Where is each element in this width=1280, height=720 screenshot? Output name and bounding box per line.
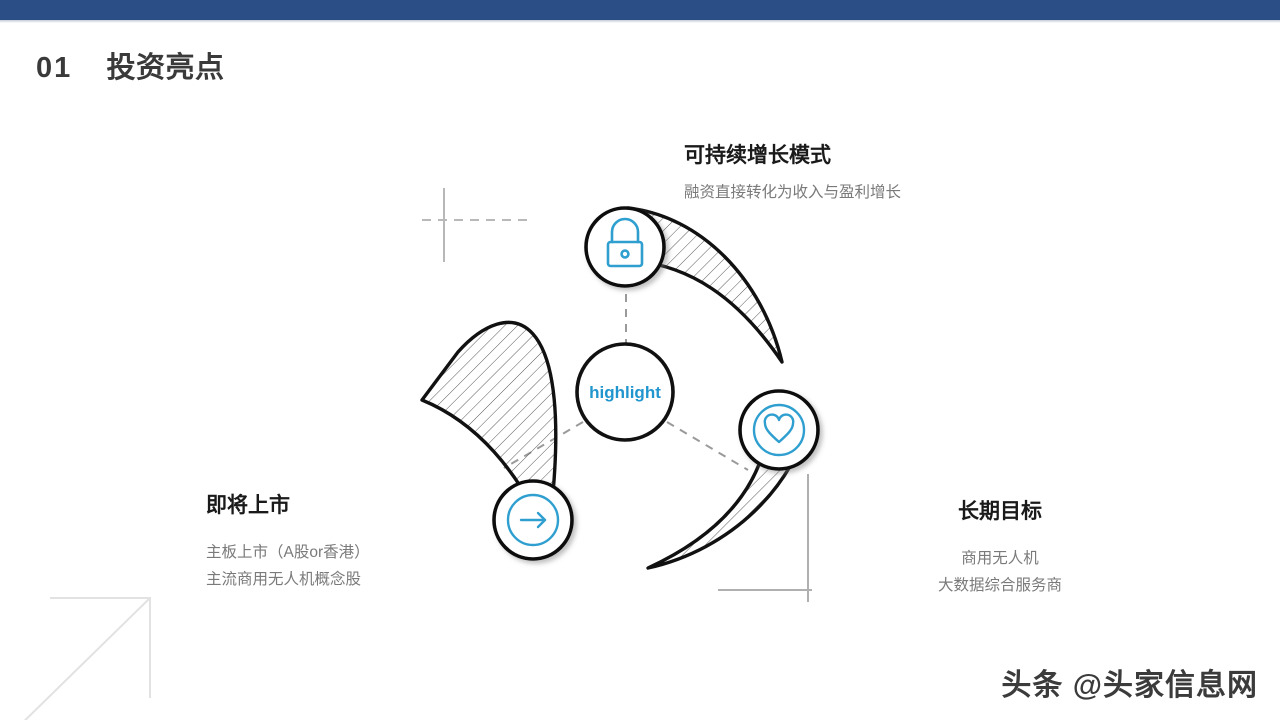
- top-accent-bar-shadow: [0, 20, 1280, 23]
- blade-node-lock[interactable]: [584, 206, 666, 288]
- text-block-left-line-2: 主流商用无人机概念股: [206, 571, 362, 589]
- text-block-left-line-1: 主板上市（A股or香港）: [206, 544, 370, 562]
- text-block-top-heading: 可持续增长模式: [684, 144, 831, 167]
- crosshair-bottom-right: [718, 474, 812, 602]
- blade-node-heart[interactable]: [738, 389, 820, 471]
- page-title-number: 01: [36, 52, 73, 84]
- text-block-right: 长期目标 商用无人机 大数据综合服务商: [890, 498, 1110, 600]
- text-block-top: 可持续增长模式 融资直接转化为收入与盈利增长: [684, 142, 901, 206]
- lock-icon: [606, 217, 644, 268]
- blade-node-arrow[interactable]: [492, 479, 574, 561]
- crosshair-top-left: [422, 188, 532, 262]
- text-block-right-line-1: 商用无人机: [961, 550, 1039, 568]
- text-block-right-line-2: 大数据综合服务商: [937, 577, 1062, 595]
- center-node[interactable]: highlight: [575, 342, 675, 442]
- center-label: highlight: [589, 383, 661, 402]
- watermark: 头条 @头家信息网: [1001, 669, 1258, 702]
- pinwheel-diagram: highlight: [420, 188, 820, 602]
- arrow-right-icon: [519, 511, 547, 529]
- page-title: 01 投资亮点: [36, 44, 225, 86]
- page-title-text: 投资亮点: [106, 52, 225, 84]
- text-block-left-heading: 即将上市: [206, 494, 290, 517]
- heart-icon: [763, 413, 795, 444]
- top-accent-bar: [0, 0, 1280, 20]
- text-block-left: 即将上市 主板上市（A股or香港） 主流商用无人机概念股: [206, 492, 370, 594]
- text-block-top-line-1: 融资直接转化为收入与盈利增长: [684, 184, 902, 202]
- text-block-right-heading: 长期目标: [958, 500, 1042, 523]
- corner-decoration: [23, 597, 151, 720]
